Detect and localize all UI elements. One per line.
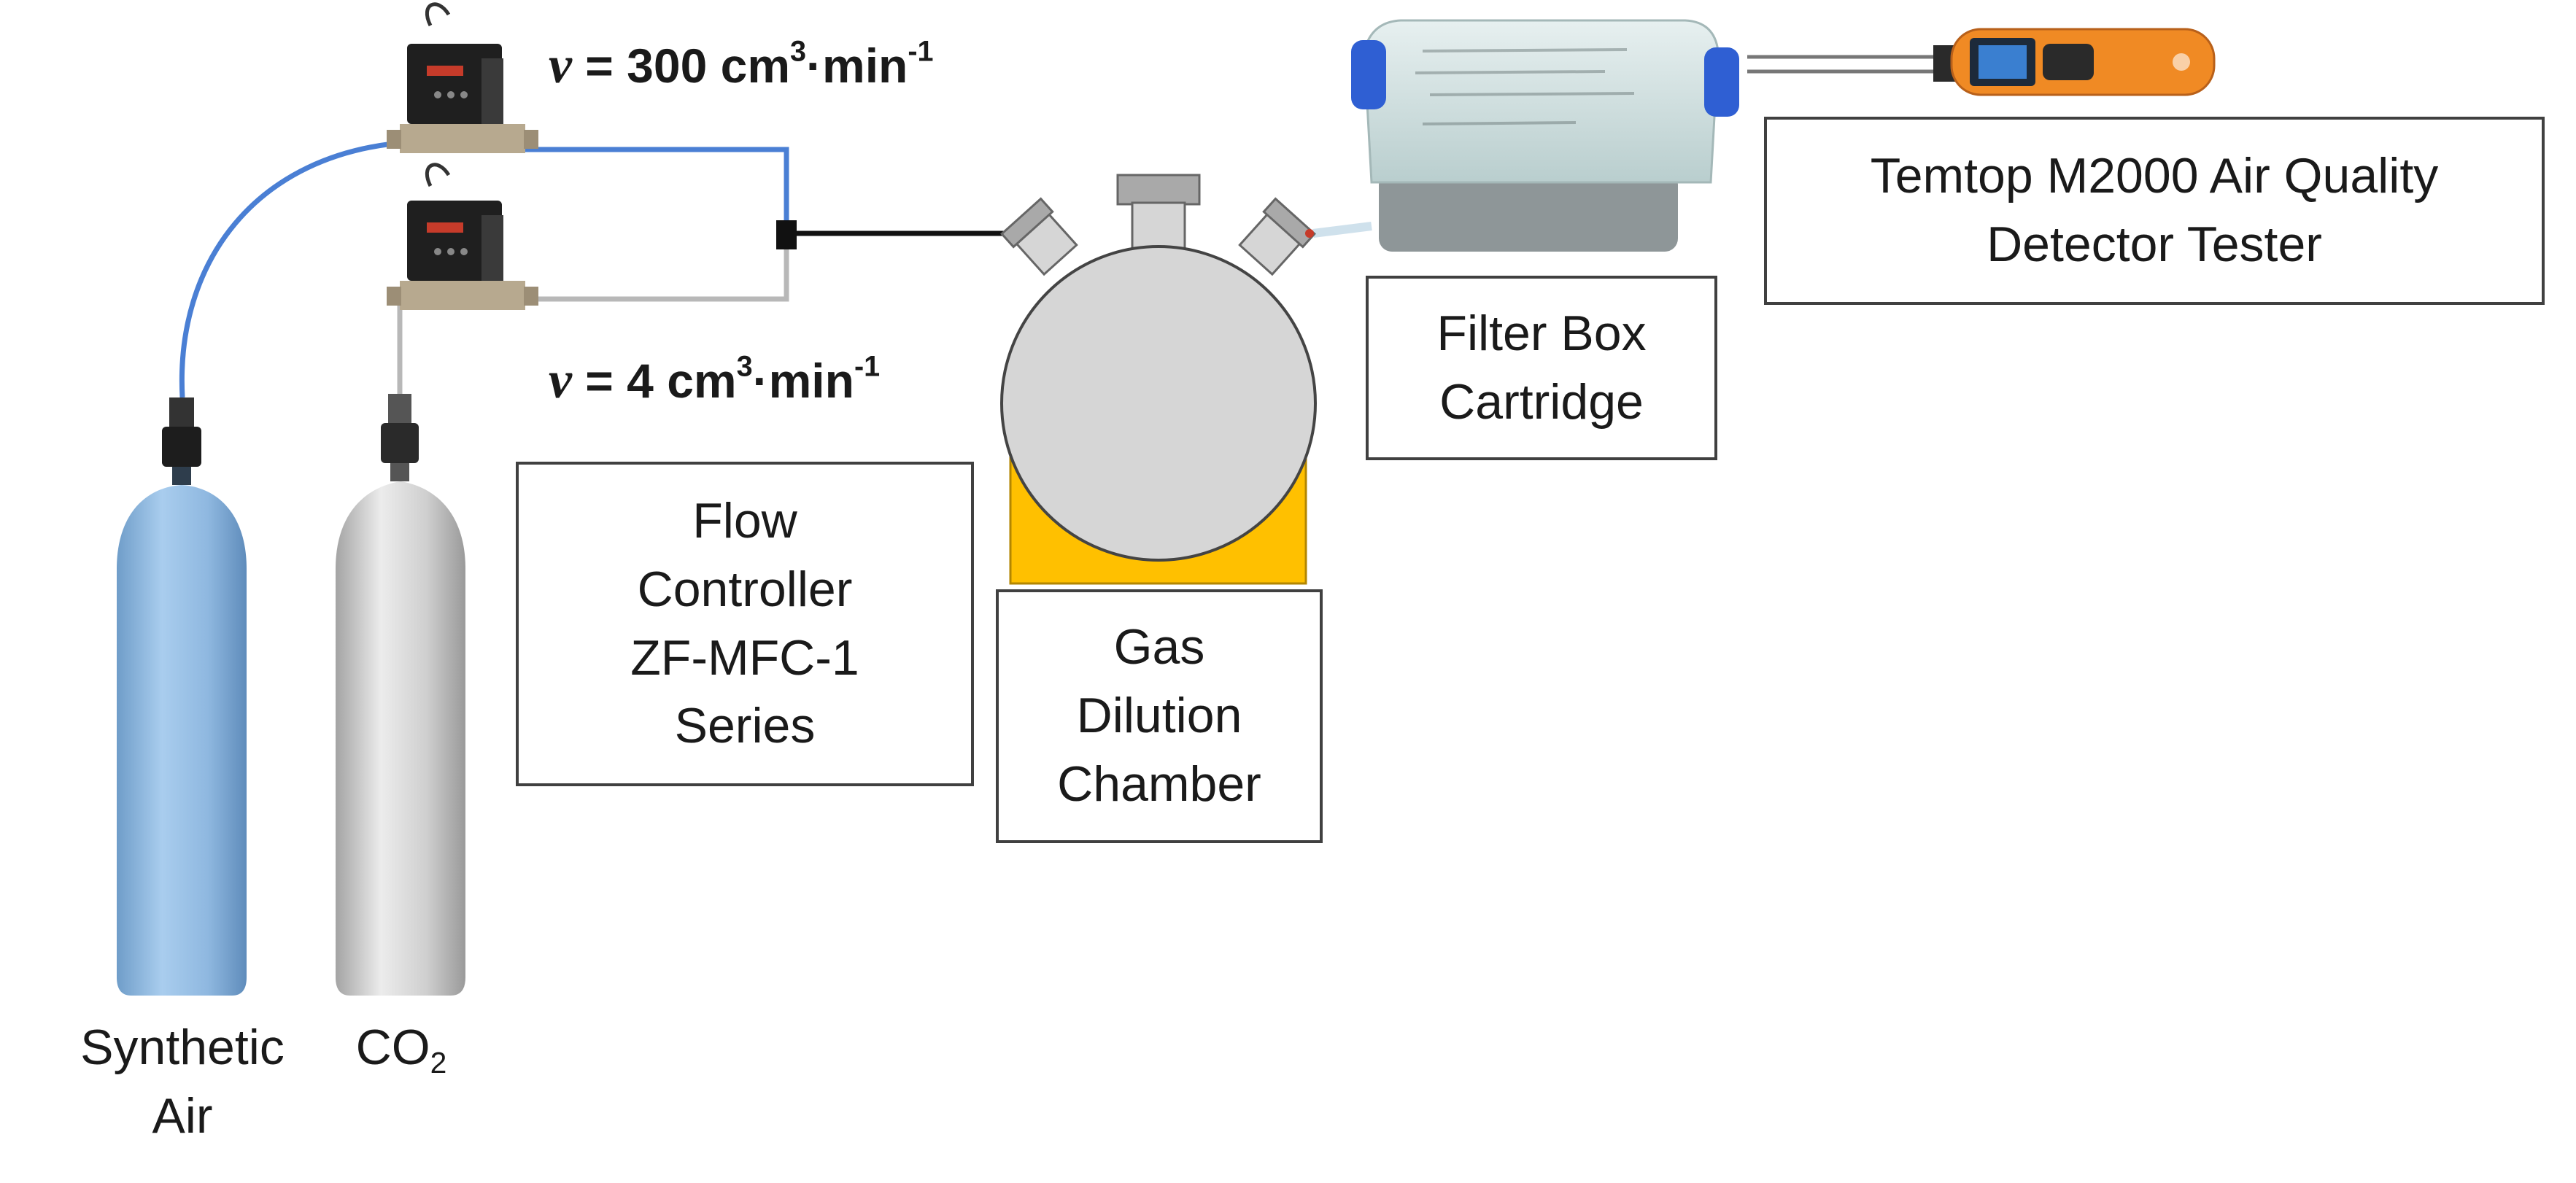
detector-box: Temtop M2000 Air Quality Detector Tester bbox=[1764, 117, 2545, 305]
co2-flow-rate: ν = 4 cm3·min-1 bbox=[549, 350, 881, 409]
flow-symbol: ν bbox=[549, 36, 572, 94]
air-outlet-tube bbox=[511, 147, 789, 233]
tee-junction bbox=[776, 220, 797, 249]
mass-flow-controller-icon bbox=[387, 163, 538, 310]
filter-box-icon bbox=[1351, 19, 1739, 252]
gas-cylinder-icon bbox=[336, 394, 465, 996]
co2-outlet-tube bbox=[511, 241, 789, 302]
air-supply-tube bbox=[179, 139, 409, 398]
flow-symbol: ν bbox=[549, 351, 572, 409]
flow-controller-box: Flow Controller ZF-MFC-1 Series bbox=[516, 462, 974, 786]
chamber-outlet-tube bbox=[1312, 222, 1372, 238]
co2-label: CO2 bbox=[355, 1020, 447, 1080]
co2-supply-tube bbox=[397, 292, 415, 394]
gas-cylinder-icon bbox=[117, 397, 247, 996]
air-quality-detector-icon bbox=[1933, 28, 2216, 96]
filter-box-cartridge-box: Filter Box Cartridge bbox=[1366, 276, 1717, 460]
synthetic-air-label: Synthetic Air bbox=[80, 1020, 285, 1144]
round-bottom-flask-icon bbox=[1000, 174, 1317, 562]
mass-flow-controller-icon bbox=[387, 2, 538, 153]
air-flow-rate: ν = 300 cm3·min-1 bbox=[549, 35, 934, 94]
sensor-probe-tube bbox=[1747, 55, 1941, 74]
gas-dilution-chamber-box: Gas Dilution Chamber bbox=[996, 589, 1323, 843]
